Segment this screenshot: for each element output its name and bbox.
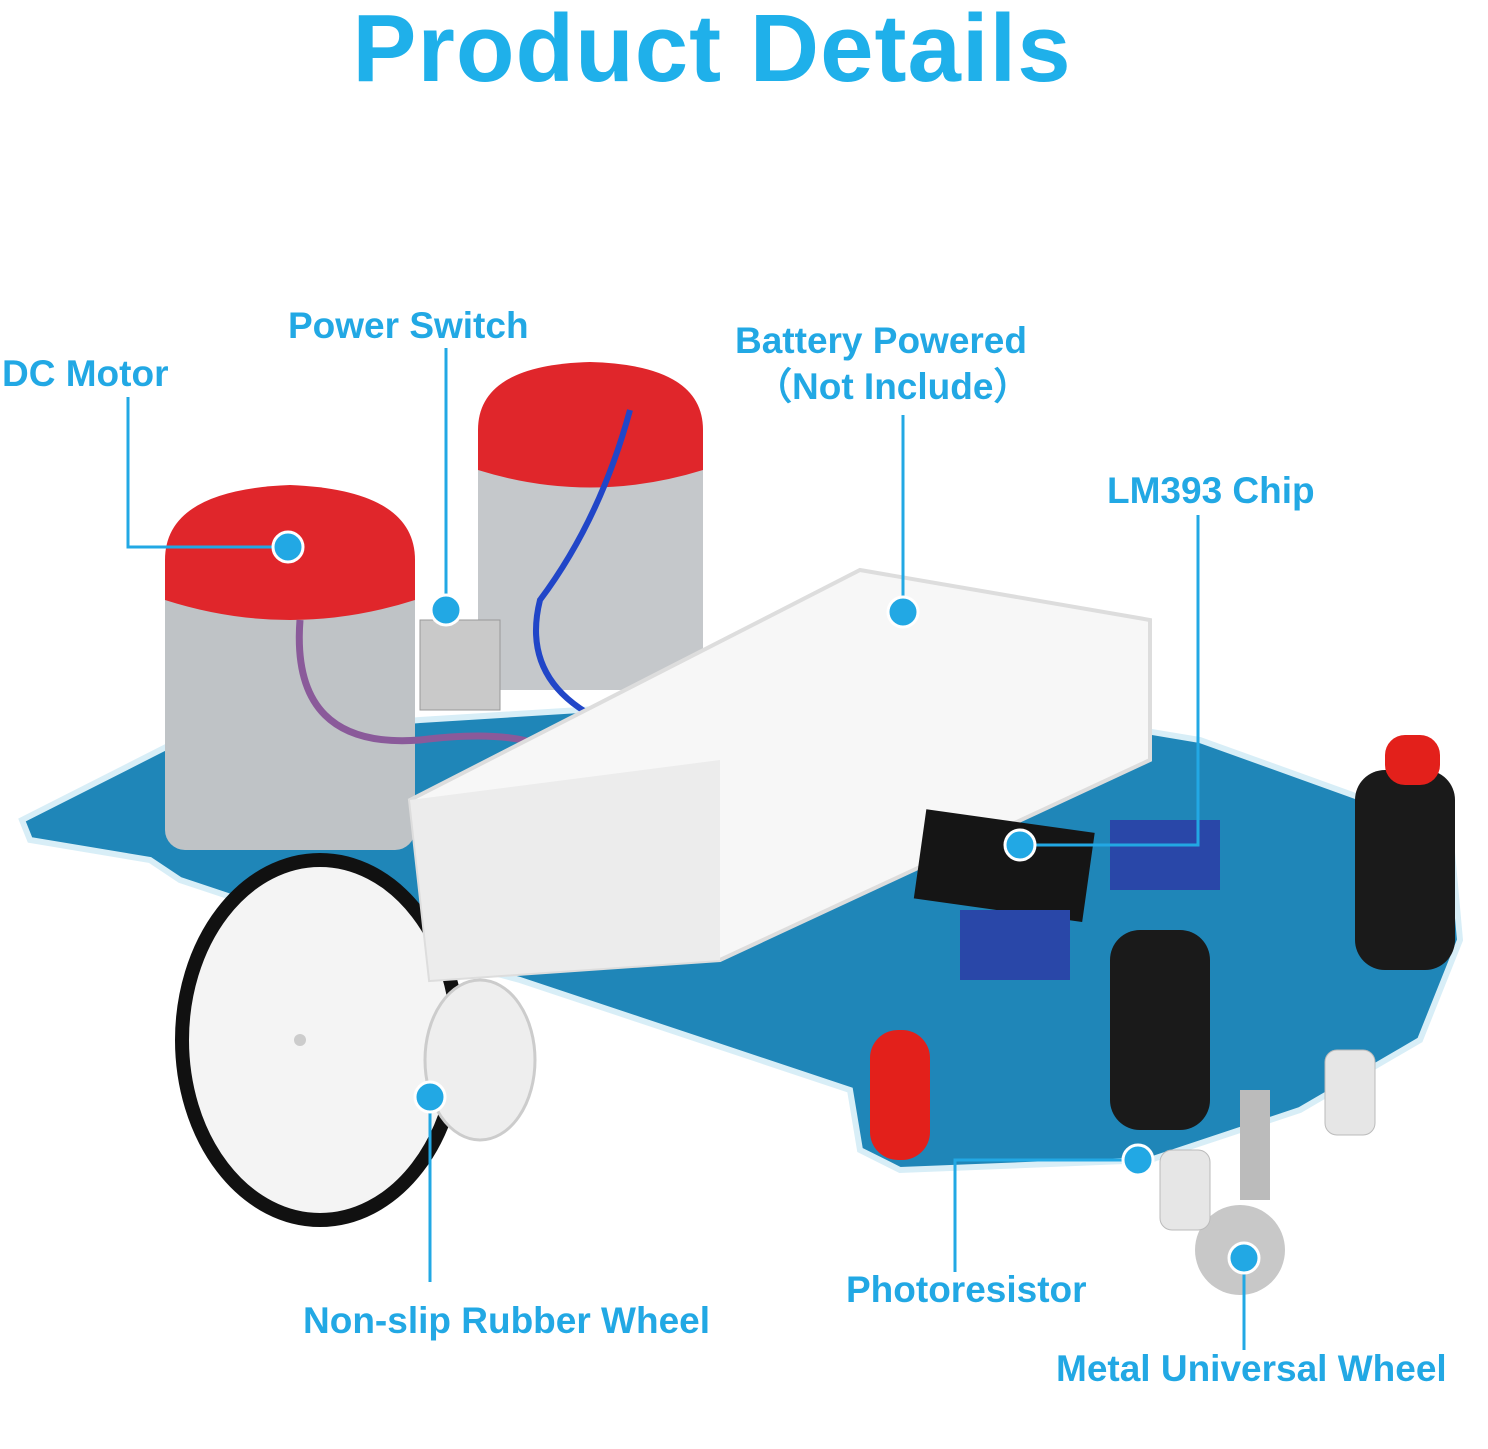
dc-motor-leader bbox=[126, 397, 288, 549]
dc-motor-right bbox=[478, 362, 703, 690]
power-switch-dot bbox=[429, 593, 463, 627]
capacitor bbox=[1110, 930, 1210, 1130]
universal-wheel-label: Metal Universal Wheel bbox=[1056, 1348, 1447, 1389]
universal-wheel-dot bbox=[1227, 1241, 1261, 1275]
dc-motor-label: DC Motor bbox=[2, 353, 169, 394]
battery-label-line1: Battery Powered bbox=[735, 320, 1027, 361]
lm393-dot bbox=[1003, 828, 1037, 862]
gear bbox=[423, 978, 537, 1142]
rubber-wheel-label: Non-slip Rubber Wheel bbox=[303, 1300, 710, 1341]
battery-dot bbox=[886, 595, 920, 629]
power-switch-label: Power Switch bbox=[288, 305, 529, 346]
led bbox=[870, 1030, 930, 1160]
photoresistor-leader bbox=[953, 1158, 1138, 1272]
led bbox=[1385, 735, 1440, 785]
battery-label-line2: （Not Include） bbox=[755, 366, 1031, 407]
battery-holder bbox=[407, 567, 1152, 983]
lm393-chip bbox=[913, 809, 1095, 923]
lm393-chip-label: LM393 Chip bbox=[1107, 470, 1315, 511]
lm393-leader bbox=[1020, 515, 1200, 847]
rubber-wheel bbox=[175, 853, 465, 1227]
photoresistor-label: Photoresistor bbox=[846, 1269, 1087, 1310]
power-switch bbox=[419, 619, 501, 711]
capacitor bbox=[1355, 770, 1455, 970]
photoresistor-dot bbox=[1121, 1143, 1155, 1177]
rubber-wheel-dot bbox=[413, 1080, 447, 1114]
dc-motor-dot bbox=[271, 530, 305, 564]
page-title: Product Details bbox=[352, 0, 1072, 102]
